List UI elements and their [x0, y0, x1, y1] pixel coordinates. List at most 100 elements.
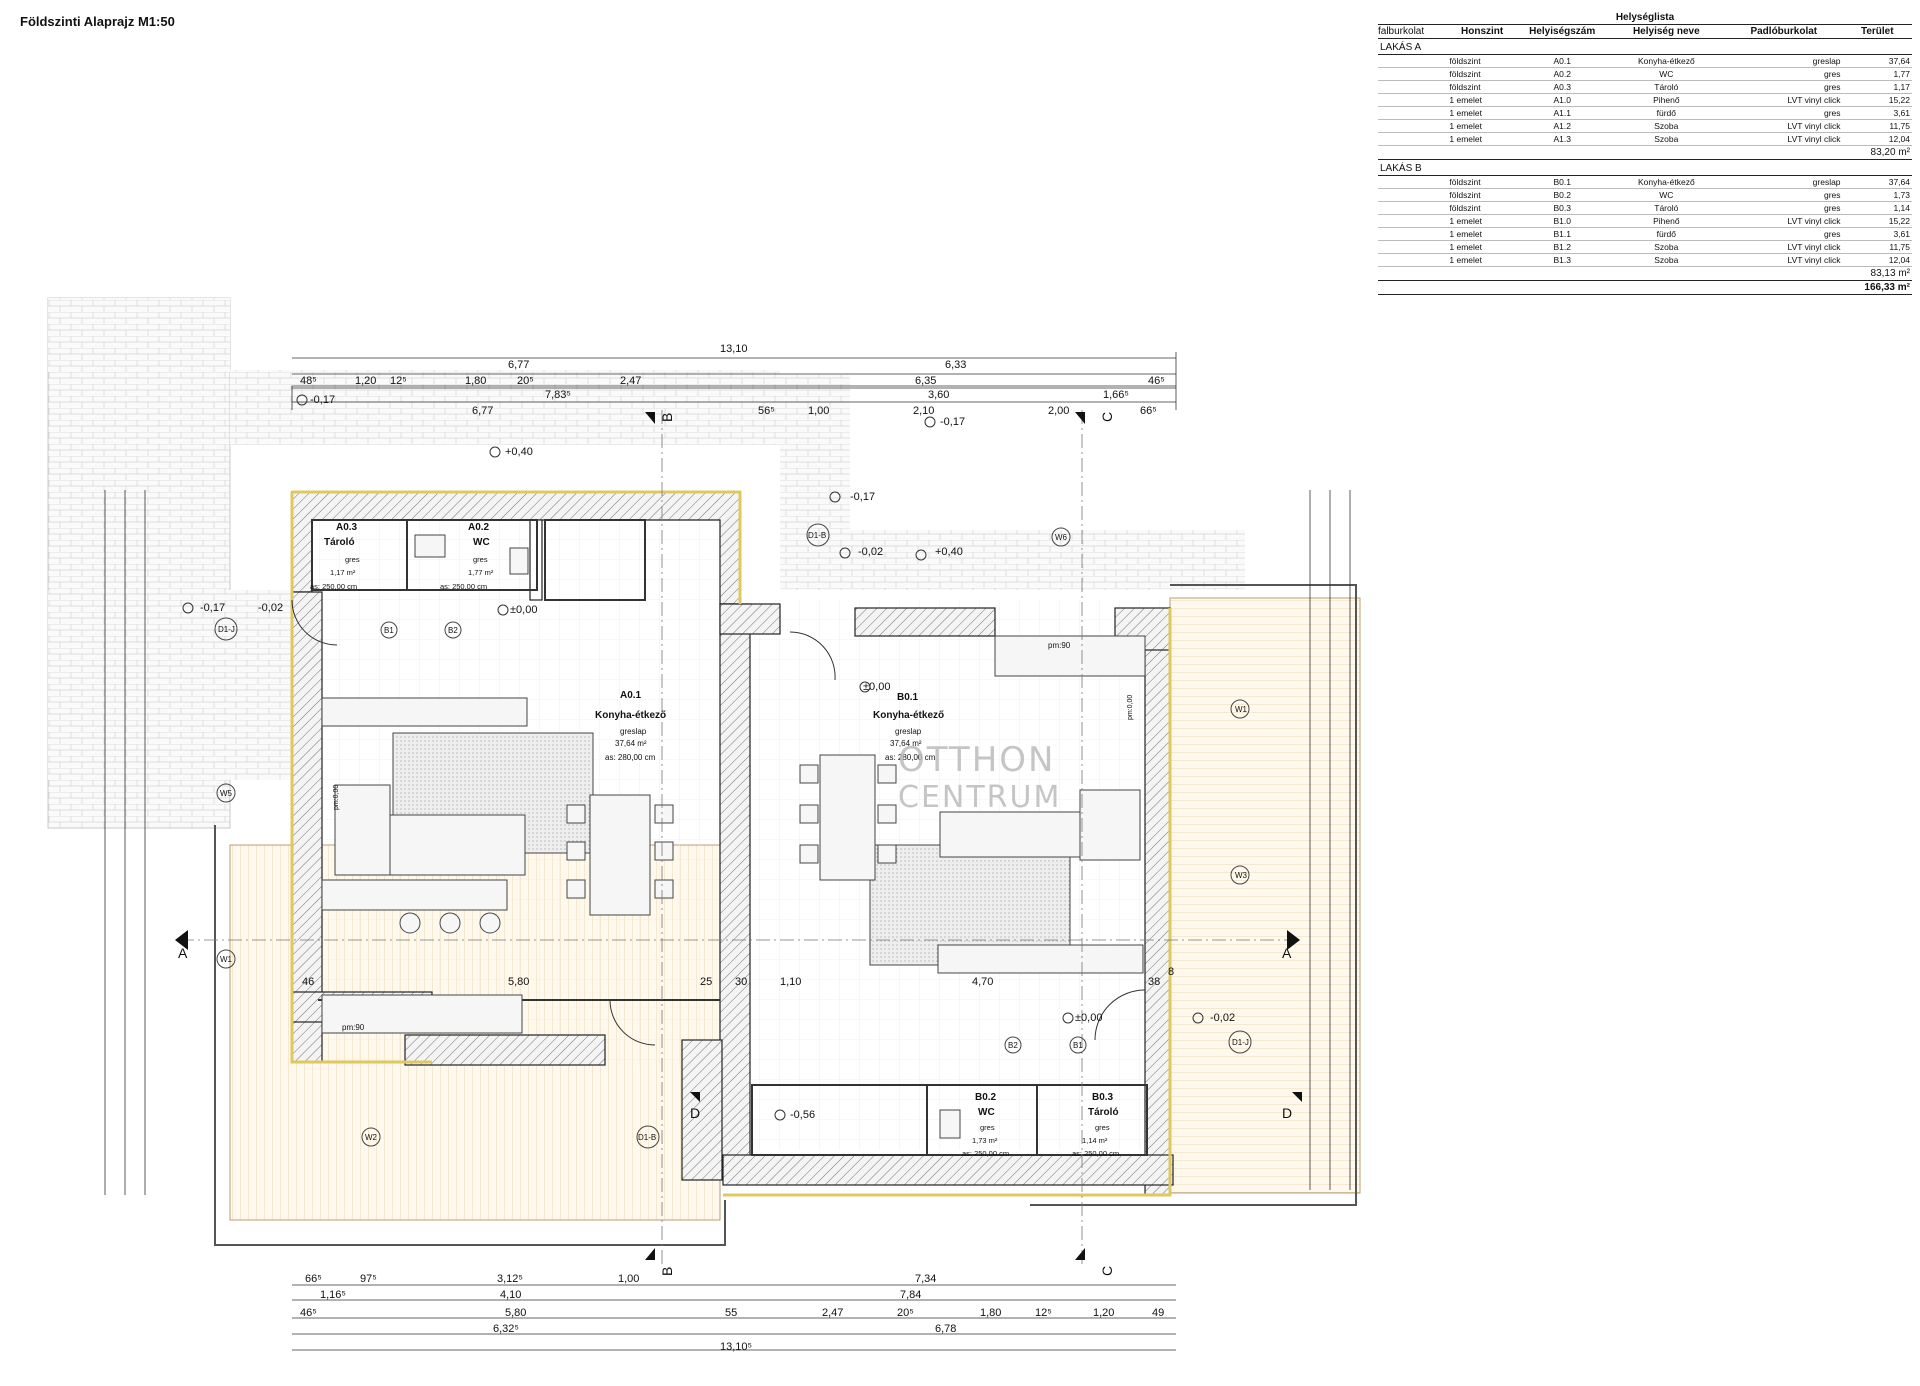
grand-total-row: 166,33 m²	[1378, 280, 1912, 295]
room-group-total: 83,13 m²	[1378, 266, 1912, 281]
room-a02-height: as: 250,00 cm	[440, 582, 487, 591]
kitchen-island-a	[321, 879, 508, 911]
room-cell: 1,73	[1842, 188, 1912, 202]
dim-top3-7: 46⁵	[1148, 375, 1165, 387]
dim-top3-0: 48⁵	[300, 375, 317, 387]
dim-bot1-1: 97⁵	[360, 1273, 377, 1285]
room-a03-area: 1,17 m²	[330, 568, 356, 577]
room-b03-floor: gres	[1095, 1123, 1110, 1132]
kitchen-b	[994, 635, 1146, 677]
dim-inner-b0: 30	[735, 976, 747, 988]
room-cell	[1378, 132, 1448, 146]
room-a01-height: as: 280,00 cm	[605, 753, 656, 762]
room-cell: földszint	[1447, 54, 1517, 68]
section-c-top: C	[1099, 412, 1115, 422]
wall-b-southwest	[681, 1039, 723, 1181]
room-cell: Konyha-étkező	[1607, 54, 1726, 68]
level-5: -0,02	[258, 602, 283, 614]
sofa-b	[939, 811, 1081, 858]
dim-bot3-3: 2,47	[822, 1307, 843, 1319]
room-cell: 3,61	[1842, 106, 1912, 120]
tag-w2: W2	[365, 1133, 378, 1142]
pm90-b: pm:90	[1048, 641, 1071, 650]
dim-top-a: 6,77	[508, 359, 529, 371]
tag-d1j-left: D1-J	[218, 625, 235, 634]
dim-inner-b3: 38	[1148, 976, 1160, 988]
partitions	[311, 519, 1148, 1156]
watermark-logo-text-1: OTTHON	[898, 740, 1056, 780]
dimensions-sides	[104, 490, 1351, 1195]
pm000-a: pm:0,00	[333, 785, 340, 810]
tag-w1-right: W1	[1235, 705, 1248, 714]
room-cell	[1378, 175, 1448, 189]
dim-top5-4: 2,00	[1048, 405, 1069, 417]
dim-inner-a0: 46	[302, 976, 314, 988]
section-a-left: A	[178, 945, 188, 961]
room-cell: A0.3	[1516, 80, 1608, 94]
room-cell: 15,22	[1842, 93, 1912, 107]
wc-a-toilet	[509, 547, 529, 575]
room-a01-name: Konyha-étkező	[595, 710, 666, 721]
level-10: ±0,00	[863, 681, 890, 693]
dim-top5-2: 1,00	[808, 405, 829, 417]
room-b01-height: as: 280,00 cm	[885, 753, 936, 762]
room-group-row: LAKÁS B	[1378, 159, 1912, 176]
room-b01-floor: greslap	[895, 727, 922, 736]
dim-top3-6: 6,35	[915, 375, 936, 387]
dim-bot3-8: 49	[1152, 1307, 1164, 1319]
room-cell: A1.3	[1516, 132, 1608, 146]
paving-path	[780, 375, 1245, 590]
paving-strip-left	[48, 590, 293, 780]
dim-top3-2: 12⁵	[390, 375, 407, 387]
room-total-row: 83,20 m²	[1378, 145, 1912, 160]
dim-bot1-4: 7,34	[915, 1273, 936, 1285]
dim-inner-b2: 4,70	[972, 976, 993, 988]
dim-top5-1: 56⁵	[758, 405, 775, 417]
dim-top3-1: 1,20	[355, 375, 376, 387]
room-cell: földszint	[1447, 67, 1517, 81]
level-11: ±0,00	[1075, 1012, 1102, 1024]
room-cell	[1378, 93, 1448, 107]
room-b02-name: WC	[978, 1107, 995, 1118]
room-cell: 15,22	[1842, 214, 1912, 228]
level-13: -0,56	[790, 1109, 815, 1121]
room-cell: B1.3	[1516, 253, 1608, 267]
wall-unit-a-south2	[404, 1034, 606, 1066]
dim-top-total: 13,10	[720, 343, 748, 355]
room-cell: 1 emelet	[1447, 214, 1517, 228]
section-d-right: D	[1282, 1105, 1292, 1121]
room-b01-name: Konyha-étkező	[873, 710, 944, 721]
room-a03-name: Tároló	[324, 537, 355, 548]
level-markers	[182, 394, 1204, 1121]
room-cell	[1378, 54, 1448, 68]
room-cell: LVT vinyl click	[1725, 240, 1843, 254]
dim-bot3-7: 1,20	[1093, 1307, 1114, 1319]
col-floor: Padlóburkolat	[1725, 25, 1843, 39]
room-cell: Pihenő	[1607, 214, 1726, 228]
room-cell: 3,61	[1842, 227, 1912, 241]
level-8: -0,02	[858, 546, 883, 558]
level-12: -0,02	[1210, 1012, 1235, 1024]
room-cell	[1378, 80, 1448, 94]
room-cell: 1 emelet	[1447, 93, 1517, 107]
section-c-bot: C	[1099, 1266, 1115, 1276]
room-cell: Tároló	[1607, 80, 1726, 94]
tag-d1j-right: D1-J	[1232, 1038, 1249, 1047]
furniture-b	[799, 635, 1146, 1139]
dim-bot1-3: 1,00	[618, 1273, 639, 1285]
room-cell: 1,77	[1842, 67, 1912, 81]
dim-top5-5: 66⁵	[1140, 405, 1157, 417]
dim-bot3-6: 12⁵	[1035, 1307, 1052, 1319]
room-cell: földszint	[1447, 175, 1517, 189]
dim-bot5: 13,10⁵	[720, 1341, 752, 1353]
opening-tag-circles	[214, 523, 1252, 1149]
room-cell: 1,17	[1842, 80, 1912, 94]
level-6: +0,40	[935, 546, 963, 558]
section-b-bot: B	[659, 1267, 675, 1276]
room-b02-area: 1,73 m²	[972, 1136, 998, 1145]
doors	[291, 599, 1146, 1046]
